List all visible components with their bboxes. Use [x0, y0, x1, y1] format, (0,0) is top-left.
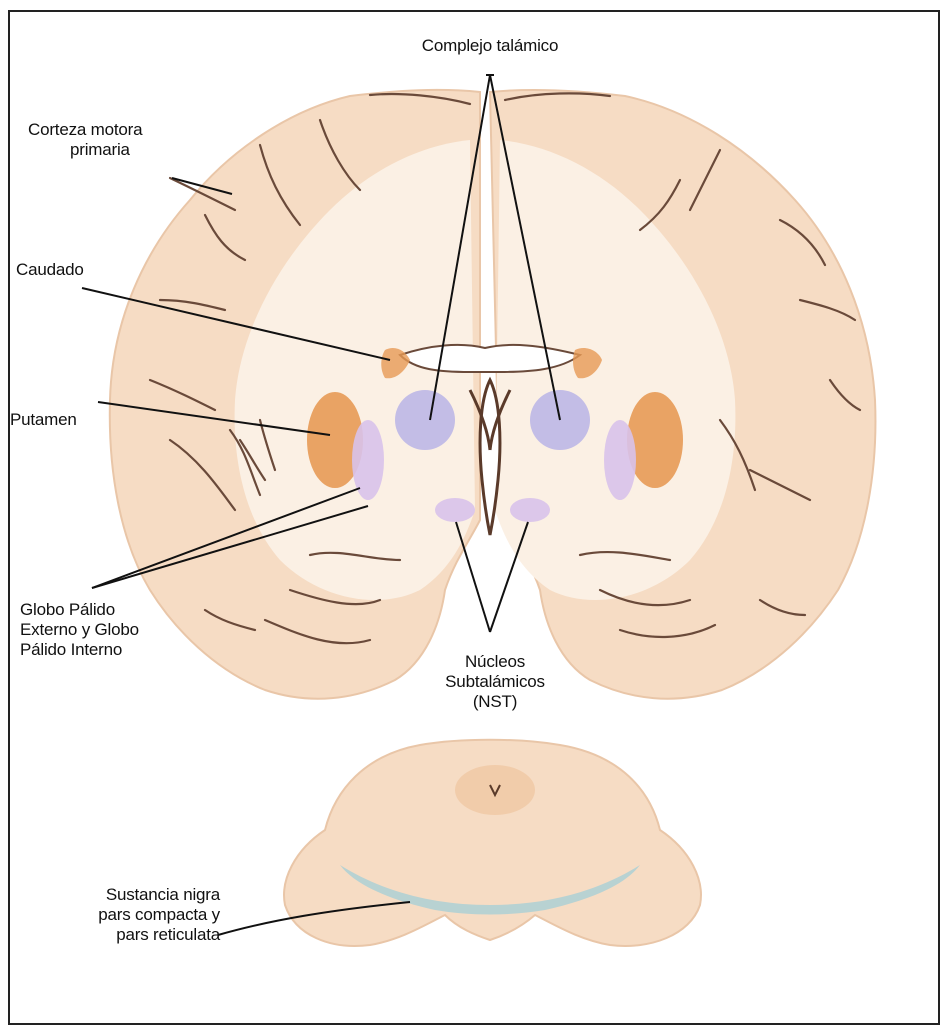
right-globus-pallidus: [604, 420, 636, 500]
left-globus-pallidus: [352, 420, 384, 500]
label-substantia-nigra: Sustancia nigra pars compacta y pars ret…: [20, 885, 220, 945]
right-putamen: [627, 392, 683, 488]
left-subthalamic: [435, 498, 475, 522]
label-subthalamic-nuclei: Núcleos Subtalámicos (NST): [420, 652, 570, 712]
label-motor-cortex: Corteza motora primaria: [28, 120, 142, 160]
left-thalamus: [395, 390, 455, 450]
label-globus-pallidus: Globo Pálido Externo y Globo Pálido Inte…: [20, 600, 139, 660]
label-putamen: Putamen: [10, 410, 77, 430]
right-subthalamic: [510, 498, 550, 522]
label-thalamic-complex: Complejo talámico: [375, 36, 605, 56]
cerebral-aqueduct: [455, 765, 535, 815]
label-caudate: Caudado: [16, 260, 84, 280]
lateral-ventricles: [400, 345, 580, 372]
